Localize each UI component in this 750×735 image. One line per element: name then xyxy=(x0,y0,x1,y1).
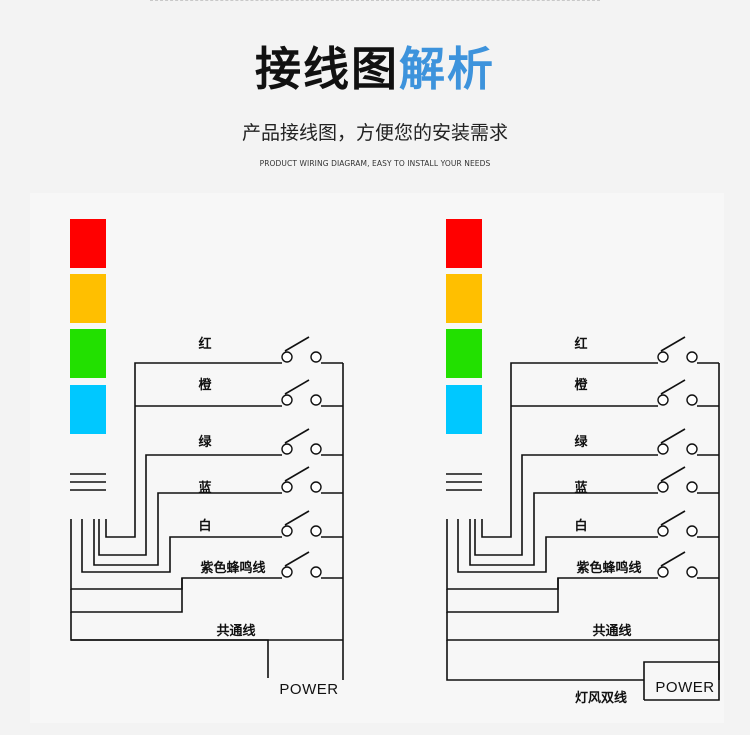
wire-label-5: 紫色蜂鸣线 xyxy=(200,560,265,576)
signal-wire xyxy=(105,362,282,538)
signal-wire xyxy=(70,578,183,613)
signal-wire xyxy=(474,454,658,556)
wire-label-4: 白 xyxy=(574,518,587,534)
signal-wire xyxy=(469,492,658,566)
switch-contact xyxy=(657,394,669,406)
switch-contact xyxy=(310,443,322,455)
common-wire-label: 共通线 xyxy=(216,623,255,639)
page-title: 接线图解析 xyxy=(0,38,750,100)
switch-contact xyxy=(281,525,293,537)
switch-contact xyxy=(310,481,322,493)
common-wire-label: 共通线 xyxy=(592,623,631,639)
power-wire xyxy=(446,640,644,681)
switch-contact xyxy=(281,394,293,406)
switch-contact xyxy=(281,566,293,578)
signal-wire xyxy=(457,519,658,573)
switch-blade xyxy=(284,379,310,395)
switch-blade xyxy=(284,551,310,567)
switch-blade xyxy=(660,336,686,352)
wire-label-3: 蓝 xyxy=(198,480,211,496)
switch-contact xyxy=(310,525,322,537)
wire-label-2: 绿 xyxy=(574,434,588,450)
power-label: POWER xyxy=(279,681,338,698)
switch-contact xyxy=(686,566,698,578)
signal-wire xyxy=(446,519,658,590)
signal-wire xyxy=(98,454,282,556)
switch-contact xyxy=(310,351,322,363)
switch-contact xyxy=(686,351,698,363)
lamp-green xyxy=(70,329,106,378)
switch-contact xyxy=(686,525,698,537)
wire-label-1: 橙 xyxy=(574,377,588,393)
switch-contact xyxy=(657,481,669,493)
lamp-orange xyxy=(70,274,106,323)
switch-blade xyxy=(660,428,686,444)
signal-wire xyxy=(93,492,282,566)
switch-contact xyxy=(281,481,293,493)
wire-label-1: 橙 xyxy=(198,377,212,393)
wire-label-0: 红 xyxy=(574,336,587,352)
signal-wire xyxy=(481,362,658,538)
common-wire xyxy=(446,612,719,641)
power-wire xyxy=(71,639,269,678)
subtitle: 产品接线图，方便您的安装需求 xyxy=(241,122,508,144)
switch-contact xyxy=(310,394,322,406)
lamp-blue xyxy=(446,385,482,434)
signal-wire xyxy=(70,519,282,590)
switch-contact xyxy=(686,443,698,455)
dual-line-label: 灯风双线 xyxy=(575,690,627,706)
switch-blade xyxy=(284,466,310,482)
lamp-red xyxy=(446,219,482,268)
lamp-blue xyxy=(70,385,106,434)
signal-wire xyxy=(81,519,282,573)
subtitle-english: PRODUCT WIRING DIAGRAM, EASY TO INSTALL … xyxy=(259,159,491,168)
switch-blade xyxy=(660,510,686,526)
wire-label-4: 白 xyxy=(198,518,211,534)
title-main: 接线图 xyxy=(255,42,399,96)
wire-label-0: 红 xyxy=(198,336,211,352)
switch-contact xyxy=(657,443,669,455)
switch-contact xyxy=(686,394,698,406)
lamp-red xyxy=(70,219,106,268)
switch-contact xyxy=(281,351,293,363)
switch-blade xyxy=(284,336,310,352)
lamp-orange xyxy=(446,274,482,323)
top-dashed-line xyxy=(150,0,600,3)
switch-contact xyxy=(310,566,322,578)
signal-wire xyxy=(446,578,559,613)
switch-contact xyxy=(657,525,669,537)
switch-blade xyxy=(660,466,686,482)
common-wire xyxy=(70,612,343,641)
switch-contact xyxy=(657,351,669,363)
wire-label-2: 绿 xyxy=(198,434,212,450)
switch-contact xyxy=(686,481,698,493)
wire-label-5: 紫色蜂鸣线 xyxy=(576,560,641,576)
switch-contact xyxy=(281,443,293,455)
switch-blade xyxy=(284,510,310,526)
lamp-green xyxy=(446,329,482,378)
wire-label-3: 蓝 xyxy=(574,480,587,496)
switch-blade xyxy=(660,379,686,395)
power-box xyxy=(643,661,720,701)
switch-blade xyxy=(660,551,686,567)
switch-contact xyxy=(657,566,669,578)
power-label: POWER xyxy=(655,679,714,696)
title-accent: 解析 xyxy=(399,42,495,96)
switch-blade xyxy=(284,428,310,444)
